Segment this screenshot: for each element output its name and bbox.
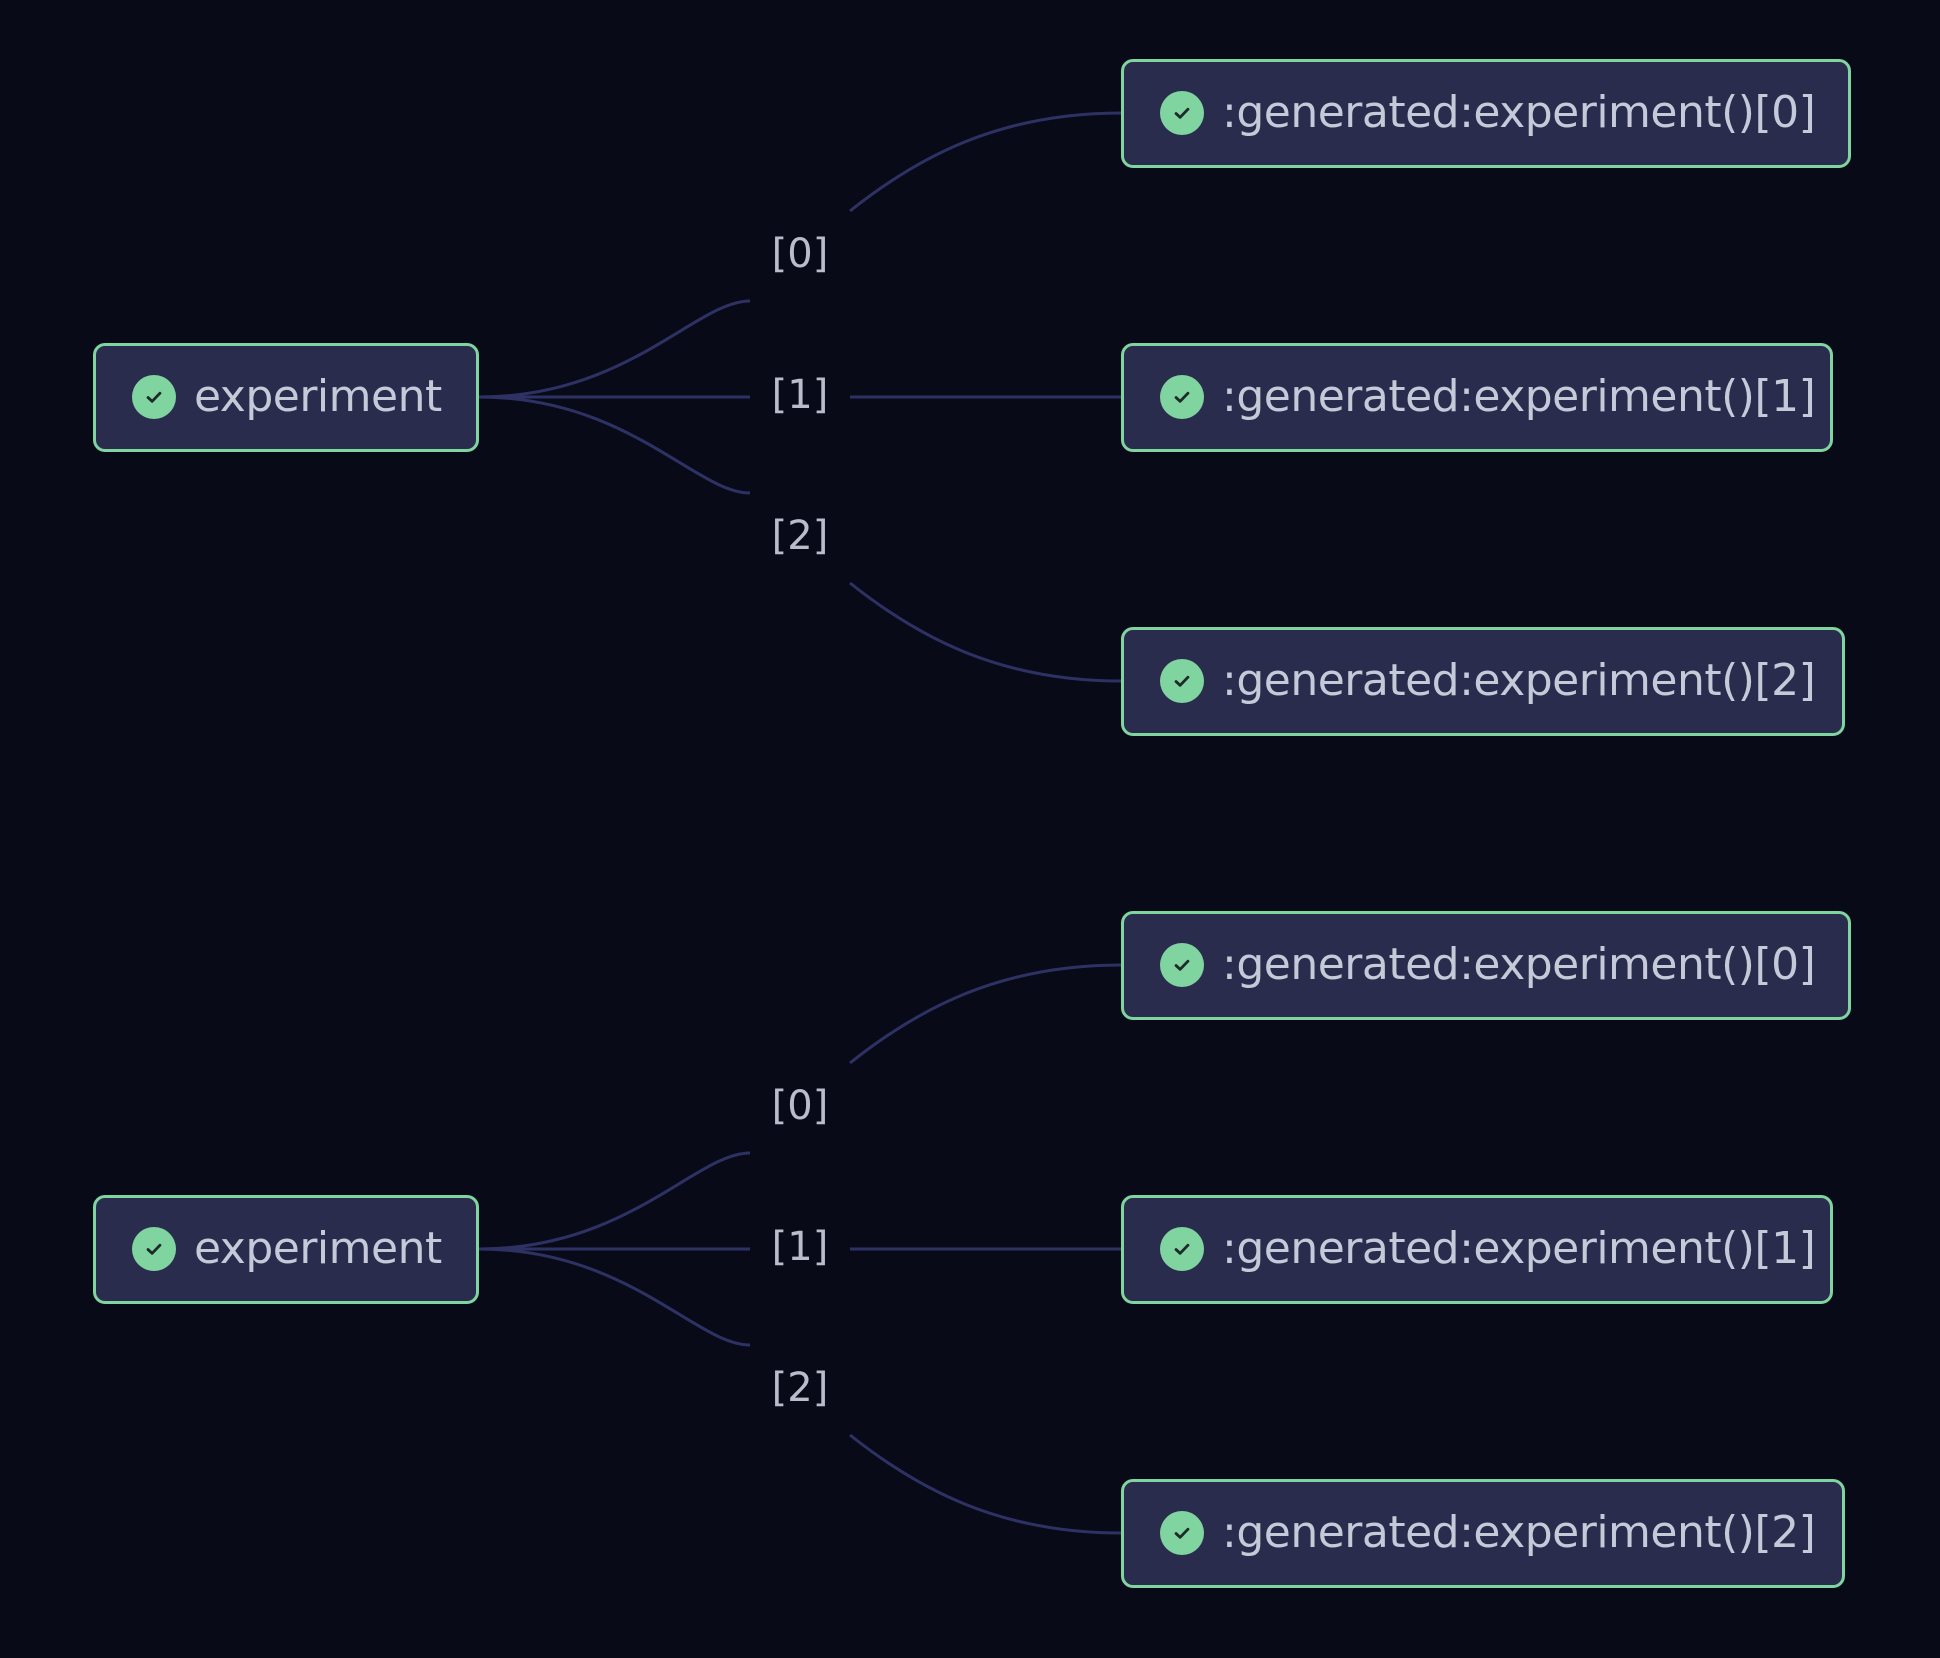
node-label: :generated:experiment()[1]: [1222, 1223, 1816, 1274]
edge-label-index-0: [0]: [771, 231, 829, 277]
child-node-generated-experiment-2[interactable]: :generated:experiment()[2]: [1121, 626, 1845, 736]
edge-label-index-1: [1]: [771, 372, 829, 418]
parent-node-experiment[interactable]: experiment: [93, 1194, 479, 1304]
parent-node-experiment[interactable]: experiment: [93, 342, 479, 452]
edge-label-to-child-2: [849, 1433, 1122, 1535]
node-label: :generated:experiment()[2]: [1222, 655, 1816, 706]
child-node-generated-experiment-1[interactable]: :generated:experiment()[1]: [1121, 342, 1833, 452]
node-label: experiment: [194, 371, 442, 422]
check-circle-icon: [132, 375, 176, 419]
edge-label-index-2: [2]: [771, 513, 829, 559]
edge-label-index-2: [2]: [771, 1365, 829, 1411]
edge-parent-to-label-0: [478, 299, 751, 399]
edge-parent-to-label-0: [478, 1151, 751, 1251]
edge-parent-to-label-2: [478, 1247, 751, 1347]
check-circle-icon: [1160, 91, 1204, 135]
edge-parent-to-label-2: [478, 395, 751, 495]
child-node-generated-experiment-2[interactable]: :generated:experiment()[2]: [1121, 1478, 1845, 1588]
child-node-generated-experiment-0[interactable]: :generated:experiment()[0]: [1121, 58, 1851, 168]
edge-label-index-1: [1]: [771, 1224, 829, 1270]
edge-label-to-child-0: [849, 111, 1122, 213]
edge-label-to-child-0: [849, 963, 1122, 1065]
child-node-generated-experiment-1[interactable]: :generated:experiment()[1]: [1121, 1194, 1833, 1304]
node-label: :generated:experiment()[2]: [1222, 1507, 1816, 1558]
check-circle-icon: [1160, 375, 1204, 419]
check-circle-icon: [1160, 659, 1204, 703]
check-circle-icon: [1160, 943, 1204, 987]
check-circle-icon: [132, 1227, 176, 1271]
child-node-generated-experiment-0[interactable]: :generated:experiment()[0]: [1121, 910, 1851, 1020]
node-label: :generated:experiment()[1]: [1222, 371, 1816, 422]
edge-label-index-0: [0]: [771, 1083, 829, 1129]
edge-label-to-child-2: [849, 581, 1122, 683]
node-label: experiment: [194, 1223, 442, 1274]
node-label: :generated:experiment()[0]: [1222, 87, 1816, 138]
check-circle-icon: [1160, 1511, 1204, 1555]
check-circle-icon: [1160, 1227, 1204, 1271]
node-label: :generated:experiment()[0]: [1222, 939, 1816, 990]
